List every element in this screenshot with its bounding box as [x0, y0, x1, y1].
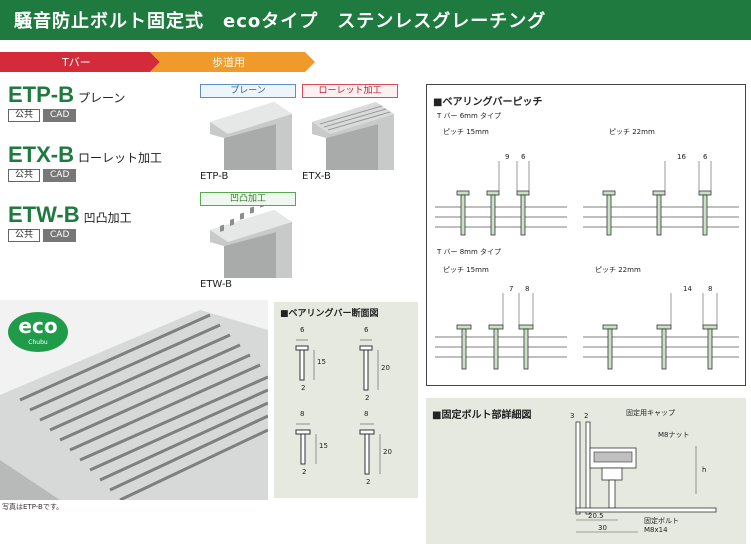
- dim-label: 9: [505, 153, 510, 161]
- dim-label: 2: [302, 468, 307, 476]
- dim-label: 20: [383, 448, 392, 456]
- bolt-drawing: [575, 421, 717, 533]
- sample-plain-label: プレーン: [200, 84, 296, 98]
- pitch-group-8mm: T バー 8mm タイプ: [437, 248, 502, 256]
- product-code: ETX-B: [8, 142, 74, 167]
- category-tabs: Tバー 歩道用: [0, 52, 320, 72]
- dim-label: 8: [300, 410, 305, 418]
- dim-label: 16: [677, 153, 686, 161]
- tab-tbar-label: Tバー: [62, 56, 91, 69]
- eco-badge: eco Chubu: [8, 312, 68, 352]
- photo-caption: 写真はETP-Bです。: [2, 503, 64, 511]
- page-title: 騒音防止ボルト固定式 ecoタイプ ステンレスグレーチング: [14, 11, 547, 32]
- tab-sidewalk-label: 歩道用: [212, 56, 245, 69]
- cross-section-title: ■ベアリングバー断面図: [280, 309, 379, 319]
- pitch-6-15-label: ピッチ 15mm: [443, 128, 489, 136]
- pitch-panel-title: ■ベアリングバーピッチ: [433, 97, 543, 108]
- sample-plain-caption: ETP-B: [200, 171, 229, 182]
- pitch-group-6mm: T バー 6mm タイプ: [437, 112, 502, 120]
- tab-tbar: Tバー: [0, 52, 160, 72]
- dim-label: 30: [598, 524, 607, 532]
- knurled-bar-image: [312, 102, 394, 170]
- badge-cad: CAD: [43, 229, 77, 242]
- dim-label: 15: [319, 442, 328, 450]
- dim-label: 6: [364, 326, 369, 334]
- bolt-detail-panel: ■固定ボルト部詳細図 3 2 h 20.5 30 固定用キャップ M8ナット 固…: [426, 398, 746, 544]
- grating-photo: [0, 310, 268, 500]
- dim-label: 2: [301, 384, 306, 392]
- dim-label: 20.5: [588, 512, 604, 520]
- badge-cad: CAD: [43, 169, 77, 182]
- bumpy-bar-image: [210, 206, 292, 278]
- tab-sidewalk: 歩道用: [150, 52, 315, 72]
- product-kind: 凹凸加工: [83, 211, 132, 225]
- badge-public: 公共: [8, 229, 41, 242]
- sample-knurled-caption: ETX-B: [302, 171, 331, 182]
- dim-label: 3: [570, 412, 575, 420]
- dim-label: 6: [300, 326, 305, 334]
- sample-knurled: ローレット加工: [302, 84, 398, 174]
- plain-bar-image: [210, 102, 292, 170]
- dim-label: 8: [364, 410, 369, 418]
- dim-label: 7: [509, 285, 514, 293]
- bolt-label-bolt: 固定ボルト: [644, 517, 679, 525]
- dim-label: 15: [317, 358, 326, 366]
- dim-label: 20: [381, 364, 390, 372]
- dim-label: 8: [525, 285, 530, 293]
- badge-public: 公共: [8, 169, 41, 182]
- cross-section-panel: ■ベアリングバー断面図 6 15 2 6 20 2 8 15 2 8 20 2: [274, 302, 418, 498]
- bolt-label-nut: M8ナット: [658, 431, 690, 439]
- cross-section-drawing: [295, 339, 381, 475]
- pitch-8-15-label: ピッチ 15mm: [443, 266, 489, 274]
- dim-label: 8: [708, 285, 713, 293]
- sample-plain: プレーン: [200, 84, 296, 174]
- bolt-label-size: M8x14: [644, 526, 668, 534]
- sample-bumpy-caption: ETW-B: [200, 279, 233, 290]
- sample-bumpy-label: 凹凸加工: [200, 192, 296, 206]
- pitch-panel: ■ベアリングバーピッチ T バー 6mm タイプ ピッチ 15mm ピッチ 22…: [426, 84, 746, 386]
- product-photo: eco Chubu: [0, 300, 268, 500]
- product-kind: ローレット加工: [78, 151, 163, 165]
- sample-bumpy: 凹凸加工: [200, 192, 296, 282]
- product-code: ETP-B: [8, 82, 74, 107]
- dim-label: 6: [703, 153, 708, 161]
- product-kind: プレーン: [78, 91, 126, 105]
- pitch-8-22-label: ピッチ 22mm: [595, 266, 641, 274]
- dim-label: 14: [683, 285, 692, 293]
- dim-label: h: [702, 466, 707, 474]
- dim-label: 6: [521, 153, 526, 161]
- dim-label: 2: [365, 394, 370, 402]
- sample-knurled-label: ローレット加工: [302, 84, 398, 98]
- dim-label: 2: [584, 412, 589, 420]
- bolt-panel-title: ■固定ボルト部詳細図: [432, 410, 532, 421]
- page-header: 騒音防止ボルト固定式 ecoタイプ ステンレスグレーチング: [0, 0, 751, 40]
- eco-badge-text: eco: [18, 314, 58, 338]
- dim-label: 2: [366, 478, 371, 486]
- badge-cad: CAD: [43, 109, 77, 122]
- product-code: ETW-B: [8, 202, 80, 227]
- badge-public: 公共: [8, 109, 41, 122]
- bolt-label-cap: 固定用キャップ: [626, 409, 675, 417]
- pitch-drawing: [435, 161, 739, 370]
- pitch-6-22-label: ピッチ 22mm: [609, 128, 655, 136]
- eco-badge-sub: Chubu: [28, 339, 48, 346]
